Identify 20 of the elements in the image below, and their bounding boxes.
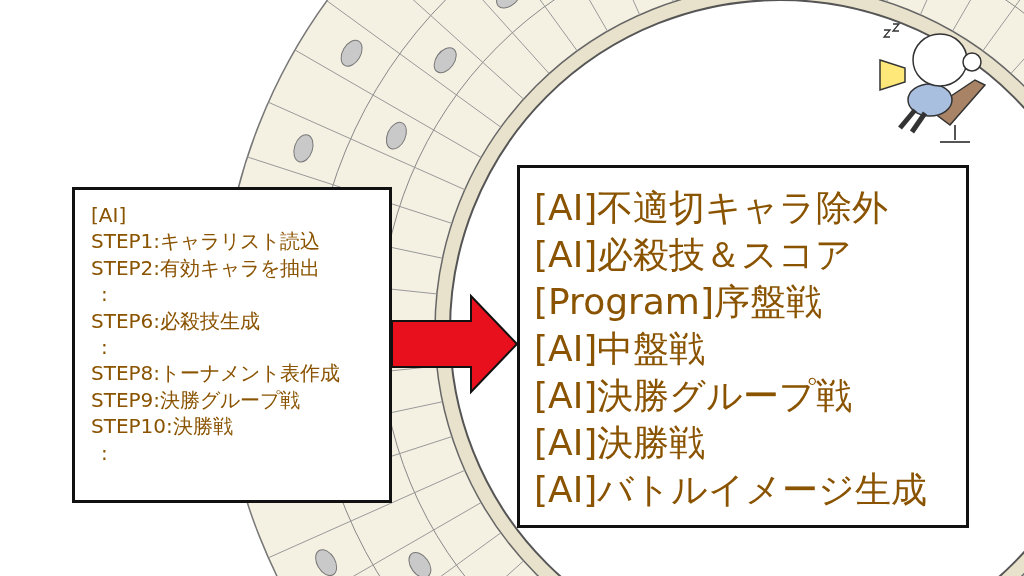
list-item: STEP2:有効キャラを抽出 (91, 254, 321, 282)
list-item: [AI]必殺技＆スコア (534, 233, 853, 277)
list-item: STEP6:必殺技生成 (91, 307, 261, 335)
list-item: [AI]中盤戦 (534, 327, 706, 371)
list-item: [AI]決勝グループ戦 (534, 374, 853, 418)
list-item: [Program]序盤戦 (534, 280, 822, 324)
list-item: [AI]バトルイメージ生成 (534, 468, 928, 512)
list-item: STEP9:決勝グループ戦 (91, 386, 301, 414)
arrow (391, 293, 519, 395)
list-item: STEP8:トーナメント表作成 (91, 360, 341, 387)
list-item: [AI] (91, 202, 127, 229)
list-item: : (101, 439, 108, 467)
list-item: [AI]不適切キャラ除外 (534, 186, 889, 230)
step-list-box (72, 187, 392, 503)
list-item: STEP10:決勝戦 (91, 413, 233, 440)
list-item: [AI]決勝戦 (534, 421, 706, 465)
list-item: : (101, 281, 108, 308)
list-item: STEP1:キャラリスト読込 (91, 228, 321, 255)
process-list-box (517, 165, 969, 528)
list-item: : (101, 334, 108, 361)
